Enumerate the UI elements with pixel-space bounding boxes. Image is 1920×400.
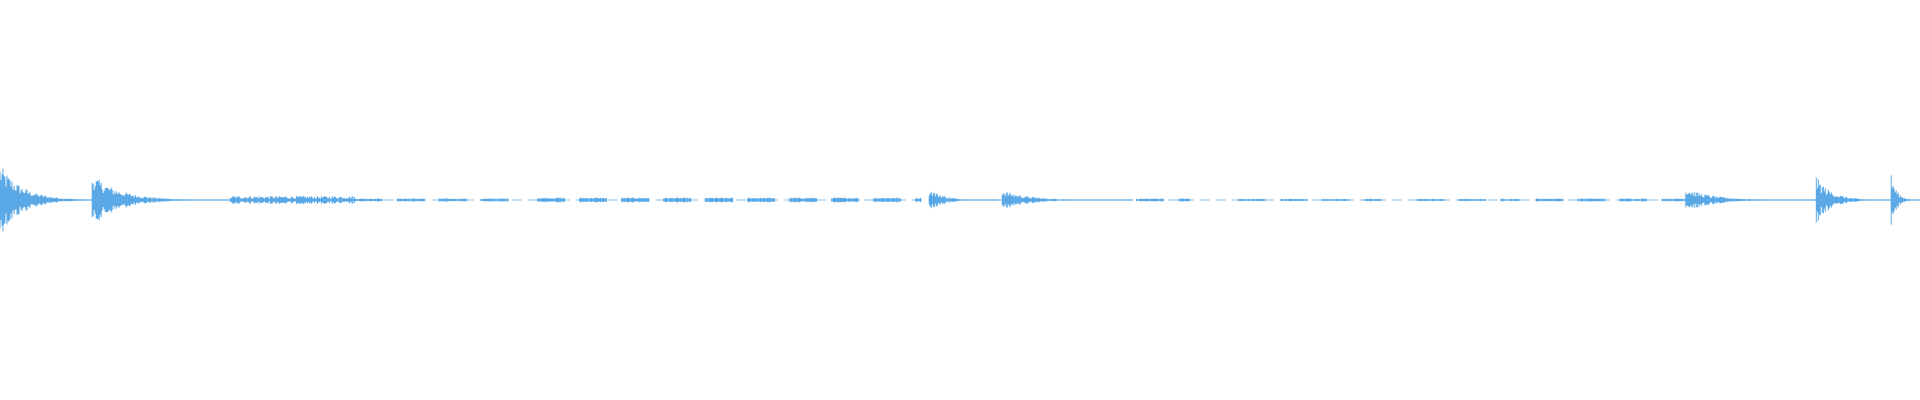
waveform-segment — [928, 191, 999, 209]
waveform-segment — [91, 179, 231, 221]
waveform-segment — [1535, 198, 1686, 202]
waveform-segment — [354, 198, 509, 202]
waveform-segment — [1136, 198, 1191, 202]
waveform-segment — [1815, 177, 1891, 223]
waveform-segment — [1416, 198, 1521, 202]
waveform-segment — [1685, 192, 1821, 208]
waveform-trace — [0, 168, 1920, 232]
waveform-segment — [1237, 198, 1382, 202]
waveform-segment — [1001, 192, 1133, 208]
waveform-segment — [229, 196, 355, 204]
waveform-segment — [1890, 175, 1920, 225]
waveform-segment — [537, 197, 922, 203]
